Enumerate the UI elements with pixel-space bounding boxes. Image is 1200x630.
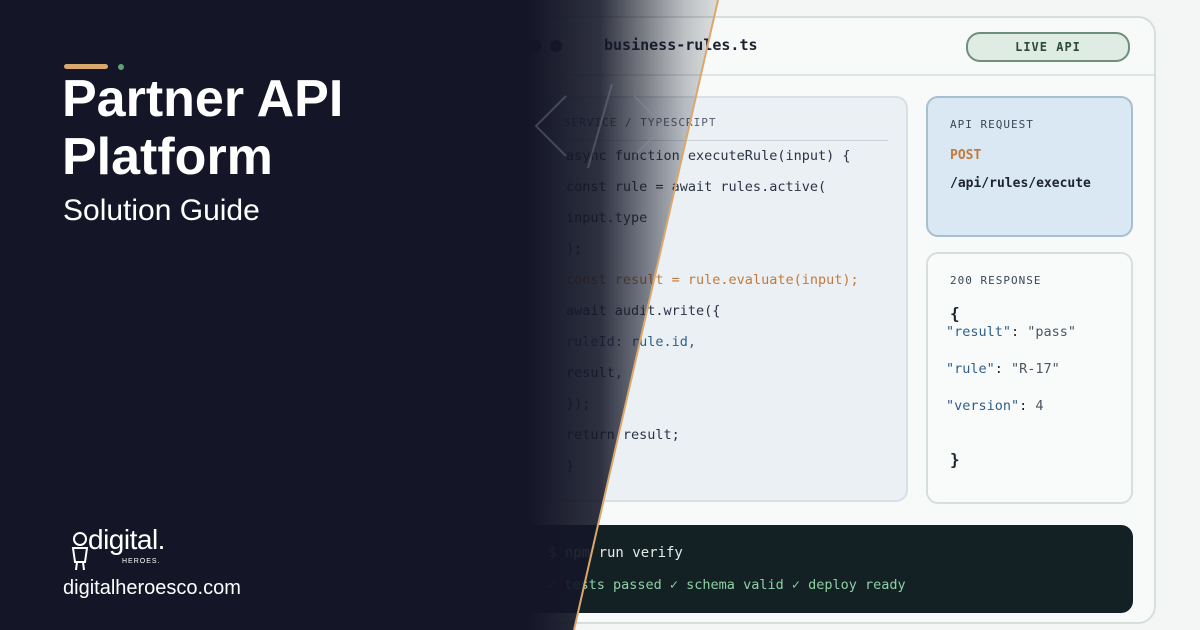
code-panel-label: SERVICE / TYPESCRIPT	[564, 116, 717, 129]
terminal-command: $ npm run verify	[548, 545, 683, 561]
json-value: "pass"	[1027, 324, 1077, 340]
window-titlebar: business-rules.ts LIVE API	[472, 18, 1154, 76]
file-name: business-rules.ts	[604, 36, 758, 54]
code-line: await audit.write({	[566, 303, 721, 319]
brand-logo[interactable]: digital. HEROES.	[64, 524, 204, 571]
json-open-brace: {	[950, 304, 960, 323]
json-row: "version": 4	[946, 398, 1044, 414]
code-line: }	[566, 458, 575, 474]
api-response-card: 200 RESPONSE { "result": "pass" "rule": …	[926, 252, 1133, 504]
response-label: 200 RESPONSE	[950, 274, 1042, 287]
json-value: 4	[1035, 398, 1044, 414]
code-line: result,	[566, 365, 623, 381]
json-close-brace: }	[950, 450, 960, 469]
request-endpoint: /api/rules/execute	[950, 176, 1091, 191]
hero-mascot-icon	[71, 532, 89, 571]
code-line: ruleId: rule.id,	[566, 334, 697, 350]
json-key: "version"	[946, 398, 1020, 414]
http-method: POST	[950, 148, 982, 163]
window-control-dot[interactable]	[510, 40, 522, 52]
code-panel: SERVICE / TYPESCRIPT async function exec…	[528, 96, 908, 502]
page-subtitle: Solution Guide	[63, 194, 260, 227]
website-url[interactable]: digitalheroesco.com	[63, 577, 241, 599]
logo-wordmark: digital.	[88, 524, 165, 555]
json-key: "rule"	[946, 361, 995, 377]
panel-divider	[564, 140, 888, 141]
json-row: "rule": "R-17"	[946, 361, 1060, 377]
window-control-dot[interactable]	[530, 40, 542, 52]
json-row: "result": "pass"	[946, 324, 1077, 340]
terminal-panel: $ npm run verify ✓ tests passed ✓ schema…	[526, 525, 1133, 613]
code-line: async function executeRule(input) {	[566, 148, 851, 164]
live-api-badge[interactable]: LIVE API	[966, 32, 1130, 62]
request-label: API REQUEST	[950, 118, 1034, 131]
api-request-card: API REQUEST POST /api/rules/execute	[926, 96, 1133, 237]
json-value: "R-17"	[1011, 361, 1060, 377]
code-line: });	[566, 396, 591, 412]
code-line: input.type	[566, 210, 648, 226]
code-line: return result;	[566, 427, 680, 443]
logo-subtext: HEROES.	[122, 558, 161, 565]
accent-bar	[64, 64, 108, 69]
page-title: Partner API Platform	[62, 70, 344, 186]
accent-dot	[118, 64, 124, 70]
code-line: );	[566, 241, 583, 257]
terminal-output: ✓ tests passed ✓ schema valid ✓ deploy r…	[548, 577, 906, 593]
code-line: const result = rule.evaluate(input);	[566, 272, 859, 288]
json-key: "result"	[946, 324, 1012, 340]
code-line: const rule = await rules.active(	[566, 179, 827, 195]
window-control-dot[interactable]	[550, 40, 562, 52]
